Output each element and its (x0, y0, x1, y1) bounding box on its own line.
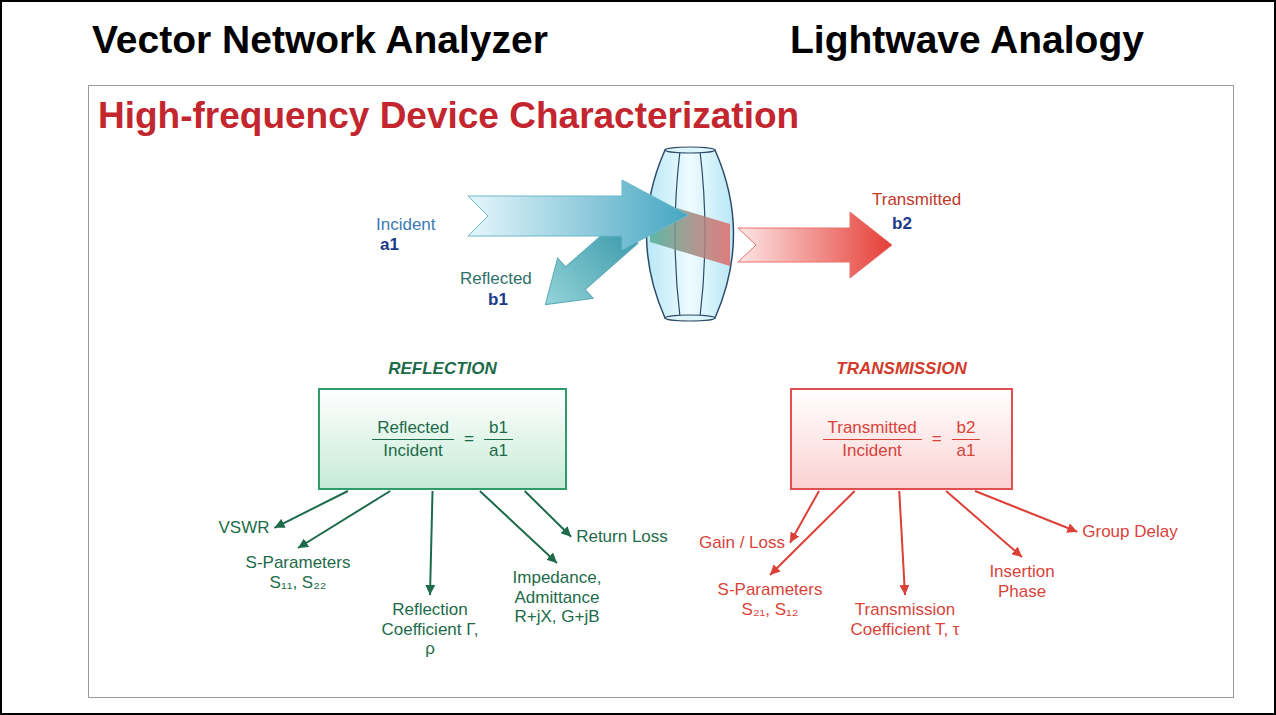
header-text: Lightwave Analogy (790, 18, 1144, 63)
fraction: b1a1 (484, 417, 513, 462)
slide-title: High-frequency Device Characterization (98, 95, 799, 138)
numerator: Transmitted (823, 417, 922, 440)
formula-box: REFLECTIONReflectedIncident=b1a1 (318, 388, 567, 490)
numerator: Reflected (372, 417, 454, 440)
header-text: Vector Network Analyzer (92, 18, 548, 63)
incident-arrow (468, 180, 688, 250)
formula-box: TRANSMISSIONTransmittedIncident=b2a1 (790, 388, 1013, 490)
measured-quantity: Group Delay (1082, 522, 1177, 542)
wave-label: a1 (380, 235, 399, 255)
measured-quantity: Return Loss (576, 527, 668, 547)
fraction: b2a1 (952, 417, 981, 462)
leader-arrow (899, 491, 905, 595)
section-heading: REFLECTION (280, 359, 605, 379)
equals-sign: = (464, 429, 474, 449)
measured-quantity: Impedance, Admittance R+jX, G+jB (501, 568, 613, 627)
denominator: Incident (837, 440, 907, 462)
measured-quantity: VSWR (219, 518, 270, 538)
leader-arrow (525, 491, 571, 537)
leader-arrow (480, 491, 557, 563)
wave-label: b2 (892, 214, 912, 234)
denominator: Incident (378, 440, 448, 462)
leader-arrow (298, 491, 390, 548)
leader-arrow (790, 491, 819, 543)
measured-quantity: Insertion Phase (976, 562, 1068, 601)
formula: TransmittedIncident = b2a1 (823, 417, 981, 462)
equals-sign: = (932, 429, 942, 449)
fraction: TransmittedIncident (823, 417, 922, 462)
wave-label: b1 (488, 290, 508, 310)
measured-quantity: S-Parameters S₂₁, S₁₂ (713, 580, 828, 619)
measured-quantity: Gain / Loss (699, 533, 785, 553)
wave-label: Incident (376, 215, 436, 235)
leader-arrow (946, 491, 1022, 557)
formula: ReflectedIncident = b1a1 (372, 417, 513, 462)
wave-label: Transmitted (872, 190, 961, 210)
leader-arrow (430, 491, 433, 595)
numerator: b2 (952, 417, 981, 440)
content-panel (89, 86, 1234, 698)
section-heading: TRANSMISSION (752, 359, 1051, 379)
measured-quantity: Reflection Coefficient Γ, ρ (380, 600, 480, 659)
leader-arrow (975, 491, 1077, 532)
measured-quantity: Transmission Coefficient T, τ (846, 600, 964, 639)
lens (647, 147, 734, 321)
denominator: a1 (952, 440, 981, 462)
fraction: ReflectedIncident (372, 417, 454, 462)
wave-label: Reflected (460, 269, 532, 289)
measured-quantity: S-Parameters S₁₁, S₂₂ (241, 553, 356, 592)
denominator: a1 (484, 440, 513, 462)
numerator: b1 (484, 417, 513, 440)
leader-arrow (275, 491, 348, 528)
transmitted-arrow (738, 212, 892, 278)
